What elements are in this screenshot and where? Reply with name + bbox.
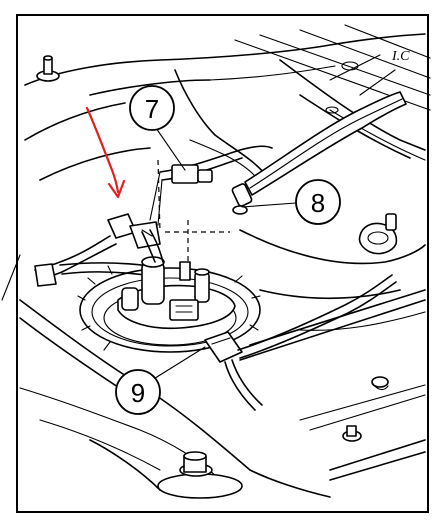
body-grommet <box>358 213 398 255</box>
mounting-stud <box>36 55 60 82</box>
callout-7: 7 <box>129 85 175 131</box>
mounting-bolt <box>157 451 243 499</box>
callout-8-label: 8 <box>311 188 325 218</box>
pump-wire-connector <box>204 274 397 411</box>
harness-connector-bracket <box>149 145 273 270</box>
callout-8: 8 <box>295 179 341 225</box>
callout-7-leader <box>155 127 186 171</box>
vehicle-body-structure <box>1 24 431 498</box>
callout-9: 9 <box>115 369 161 415</box>
fuel-pump-module <box>77 229 261 353</box>
fuel-supply-hose <box>231 91 407 215</box>
floor-bolt <box>342 425 362 442</box>
callout-9-leader <box>151 346 206 381</box>
callout-9-label: 9 <box>131 378 145 408</box>
callout-8-leader <box>241 202 297 208</box>
drain-plug <box>371 376 389 391</box>
callout-7-label: 7 <box>145 94 159 124</box>
pump-electrical-connector <box>34 213 161 287</box>
red-annotation-arrow <box>85 106 126 199</box>
stamp-text: I.C <box>391 49 410 64</box>
